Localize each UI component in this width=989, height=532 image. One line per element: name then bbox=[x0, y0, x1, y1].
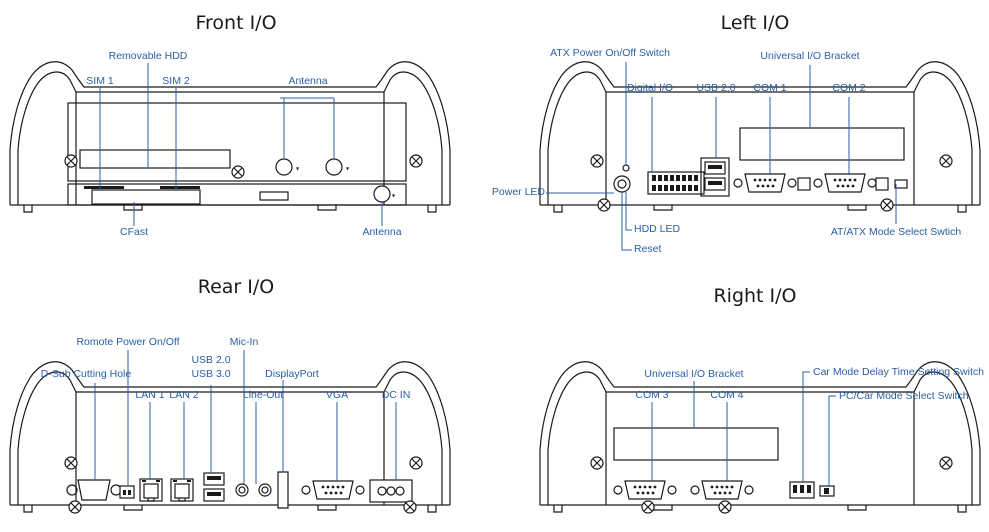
label-reset: Reset bbox=[634, 243, 662, 255]
label-dc-in: DC IN bbox=[381, 389, 411, 401]
label-lan-1: LAN 1 bbox=[135, 389, 165, 401]
leader-lines bbox=[94, 62, 897, 486]
label-lan-2: LAN 2 bbox=[169, 389, 199, 401]
label-dsub-cutting-hole: D-Sub Cutting Hole bbox=[40, 368, 132, 380]
right-io-title: Right I/O bbox=[713, 285, 797, 307]
front-device: ▼ ▼ ▼ bbox=[9, 61, 451, 213]
label-atx-power-switch: ATX Power On/Off Switch bbox=[550, 47, 670, 59]
label-com-4: COM 4 bbox=[710, 389, 744, 401]
label-line-out: Line-Out bbox=[242, 389, 284, 401]
label-sim-1: SIM 1 bbox=[86, 75, 114, 87]
label-at-atx-mode-switch: AT/ATX Mode Select Swtich bbox=[830, 226, 962, 238]
label-universal-io-bracket-left: Universal I/O Bracket bbox=[760, 50, 860, 62]
label-usb-20-left: USB 2.0 bbox=[696, 82, 736, 94]
right-device bbox=[539, 361, 981, 514]
label-pc-car-mode-switch: PC/Car Mode Select Switch bbox=[839, 390, 969, 402]
label-sim-2: SIM 2 bbox=[162, 75, 190, 87]
label-digital-io: Digital I/O bbox=[626, 82, 674, 94]
label-com-1: COM 1 bbox=[753, 82, 787, 94]
rear-io-title: Rear I/O bbox=[197, 276, 275, 298]
front-io-title: Front I/O bbox=[195, 12, 277, 34]
label-power-led: Power LED bbox=[491, 186, 545, 198]
label-displayport: DisplayPort bbox=[265, 368, 319, 380]
label-usb-20-rear: USB 2.0 bbox=[191, 354, 231, 366]
label-vga: VGA bbox=[325, 389, 349, 401]
svg-text:▼: ▼ bbox=[392, 193, 396, 198]
label-usb-30-rear: USB 3.0 bbox=[191, 368, 231, 380]
svg-text:▼: ▼ bbox=[346, 166, 350, 171]
left-device bbox=[539, 61, 981, 213]
label-hdd-led: HDD LED bbox=[634, 223, 681, 235]
label-removable-hdd: Removable HDD bbox=[108, 50, 188, 62]
left-io-title: Left I/O bbox=[720, 12, 790, 34]
label-cfast: CFast bbox=[119, 226, 149, 238]
label-antenna-bottom: Antenna bbox=[362, 226, 402, 238]
svg-text:▼: ▼ bbox=[296, 166, 300, 171]
label-com-2: COM 2 bbox=[832, 82, 866, 94]
rear-device bbox=[9, 361, 451, 514]
label-com-3: COM 3 bbox=[635, 389, 669, 401]
label-antenna-top: Antenna bbox=[288, 75, 328, 87]
label-remote-power: Romote Power On/Off bbox=[76, 336, 180, 348]
label-universal-io-bracket-right: Universal I/O Bracket bbox=[644, 368, 744, 380]
label-mic-in: Mic-In bbox=[229, 336, 259, 348]
label-car-mode-delay-switch: Car Mode Delay Time Setting Switch bbox=[813, 366, 984, 378]
